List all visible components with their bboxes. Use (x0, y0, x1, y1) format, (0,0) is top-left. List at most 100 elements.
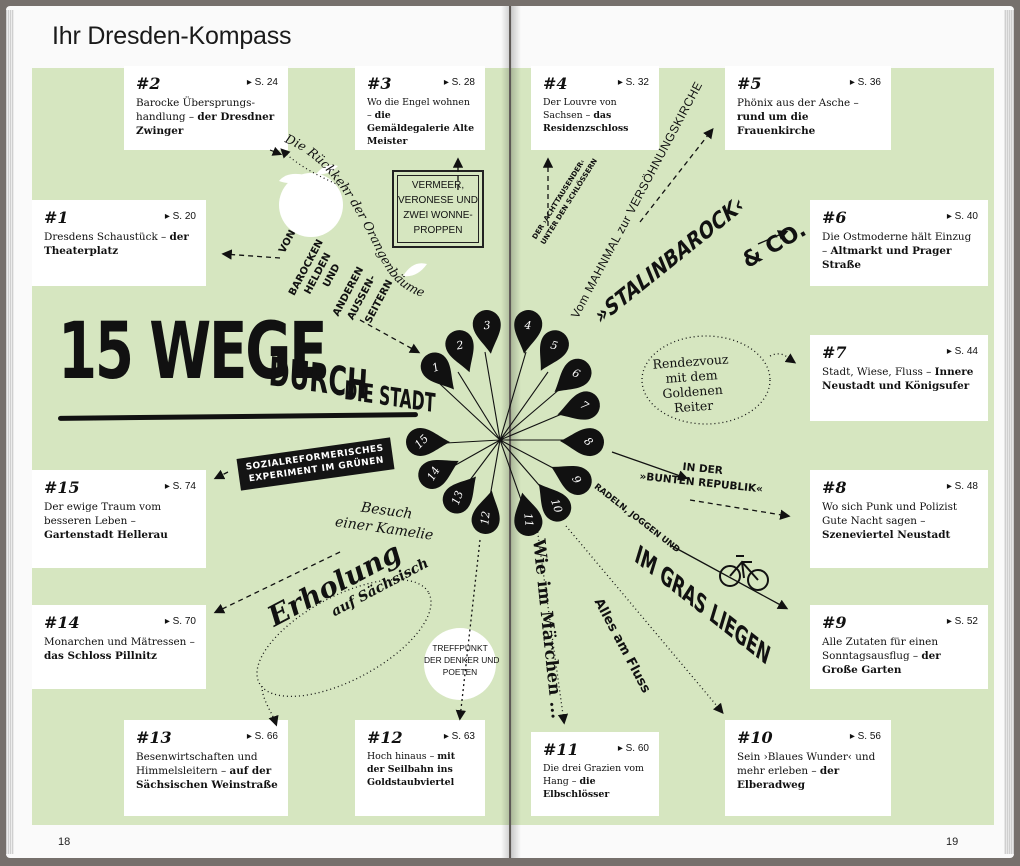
marker-pin (514, 310, 543, 354)
arrow-barock (359, 319, 421, 354)
route-number: #12 (367, 728, 403, 747)
arrow-to-route-2 (280, 148, 351, 191)
route-marker-2[interactable]: 2 (441, 326, 482, 377)
marker-pin (557, 391, 600, 420)
page-ref: ▸ S. 52 (946, 616, 978, 627)
vermeer-box: VERMEER, VERONESE UND ZWEI WONNE- PROPPE… (392, 170, 484, 248)
route-card-15[interactable]: #15 ▸ S. 74 Der ewige Traum vom besseren… (32, 470, 206, 568)
route-card-3[interactable]: #3 ▸ S. 28 Wo die Engel wohnen – die Gem… (355, 66, 485, 150)
route-card-1[interactable]: #1 ▸ S. 20 Dresdens Schaustück – der The… (32, 200, 206, 286)
route-card-8[interactable]: #8 ▸ S. 48 Wo sich Punk und Polizist Gut… (810, 470, 988, 568)
headline-big: 15 WEGE (58, 307, 328, 397)
rendezvous-outline (641, 335, 771, 425)
route-description: Besenwirtschaften und Himmelsleitern – a… (136, 751, 278, 791)
route-number: #4 (543, 74, 568, 93)
route-marker-8[interactable]: 8 (560, 427, 605, 457)
marker-pin (560, 428, 604, 457)
route-marker-6[interactable]: 6 (546, 353, 598, 403)
marker-pin (538, 483, 572, 522)
page-ref: ▸ S. 24 (246, 77, 278, 88)
route-card-2[interactable]: #2 ▸ S. 24 Barocke Übersprungs-handlung … (124, 66, 288, 150)
route-card-7[interactable]: #7 ▸ S. 44 Stadt, Wiese, Fluss – Innere … (810, 335, 988, 421)
route-description: Sein ›Blaues Wunder‹ und mehr erleben – … (737, 751, 876, 791)
route-marker-5[interactable]: 5 (528, 325, 573, 377)
route-marker-12[interactable]: 12 (469, 488, 506, 537)
erholung-outline (256, 578, 432, 698)
route-description: Der Louvre von Sachsen – das Residenzsch… (543, 97, 629, 134)
arrow-to-route-12 (455, 539, 481, 721)
marker-pin (540, 330, 569, 371)
orange-icon (279, 165, 343, 237)
page-ref: ▸ S. 56 (849, 731, 881, 742)
route-card-9[interactable]: #9 ▸ S. 52 Alle Zutaten für einen Sonnta… (810, 605, 988, 689)
route-marker-14[interactable]: 14 (413, 448, 465, 493)
route-description: Alle Zutaten für einen Sonntagsausflug –… (822, 636, 941, 676)
page-ref: ▸ S. 70 (164, 616, 196, 627)
marker-pin (471, 490, 500, 534)
route-description: Hoch hinaus – mit der Seilbahn ins Golds… (367, 751, 456, 788)
route-marker-7[interactable]: 7 (553, 388, 603, 428)
arrow-to-route-9 (671, 545, 789, 610)
arrow-to-route-5 (639, 127, 714, 223)
route-marker-15[interactable]: 15 (406, 428, 450, 456)
route-number: #14 (44, 613, 80, 632)
marker-pin (472, 310, 501, 354)
marker-number: 4 (523, 319, 532, 333)
route-card-6[interactable]: #6 ▸ S. 40 Die Ostmoderne hält Einzug – … (810, 200, 988, 286)
route-description: Dresdens Schaustück – der Theaterplatz (44, 231, 189, 257)
vermeer-line: PROPPEN (413, 225, 463, 236)
vermeer-line: VERONESE UND (398, 195, 479, 206)
marker-number: 13 (449, 489, 466, 507)
treffpunkt-line: POETEN (442, 667, 478, 677)
route-card-4[interactable]: #4 ▸ S. 32 Der Louvre von Sachsen – das … (531, 66, 659, 150)
route-marker-10[interactable]: 10 (528, 475, 577, 527)
page-ref: ▸ S. 40 (946, 211, 978, 222)
marker-number: 11 (521, 512, 535, 527)
route-marker-9[interactable]: 9 (545, 454, 597, 499)
route-card-11[interactable]: #11 ▸ S. 60 Die drei Grazien vom Hang – … (531, 732, 659, 816)
page-number-right: 19 (946, 836, 959, 848)
page-ref: ▸ S. 32 (617, 77, 649, 88)
route-marker-11[interactable]: 11 (508, 490, 545, 539)
route-number: #6 (822, 208, 847, 227)
route-number: #10 (737, 728, 773, 747)
route-marker-4[interactable]: 4 (510, 308, 544, 355)
route-card-13[interactable]: #13 ▸ S. 66 Besenwirtschaften und Himmel… (124, 720, 288, 816)
marker-pin (406, 428, 450, 456)
treffpunkt-line: DER DENKER UND (424, 655, 500, 665)
arrow-to-route-10 (565, 525, 724, 714)
arrow-to-route-15 (213, 469, 229, 480)
page-title: Ihr Dresden-Kompass (52, 22, 292, 50)
page-ref: ▸ S. 36 (849, 77, 881, 88)
marker-number: 3 (483, 319, 491, 332)
marker-pin (551, 466, 592, 495)
route-number: #11 (543, 740, 579, 759)
marker-pin (445, 330, 474, 373)
arrow-to-route-8 (689, 499, 791, 520)
route-card-5[interactable]: #5 ▸ S. 36 Phönix aus der Asche – rund u… (725, 66, 891, 150)
route-marker-1[interactable]: 1 (415, 347, 465, 399)
route-card-10[interactable]: #10 ▸ S. 56 Sein ›Blaues Wunder‹ und meh… (725, 720, 891, 816)
page-ref: ▸ S. 74 (164, 481, 196, 492)
treffpunkt-bubble: TREFFPUNKT DER DENKER UND POETEN (424, 628, 500, 700)
route-description: Barocke Übersprungs-handlung – der Dresd… (136, 97, 275, 137)
marker-pin (442, 476, 476, 514)
arrow-to-route-6 (757, 230, 789, 245)
page-ref: ▸ S. 66 (246, 731, 278, 742)
route-card-14[interactable]: #14 ▸ S. 70 Monarchen und Mätressen – da… (32, 605, 206, 689)
route-number: #3 (367, 74, 392, 93)
route-description: Phönix aus der Asche – rund um die Fraue… (737, 97, 859, 137)
route-description: Der ewige Traum vom besseren Leben – Gar… (44, 501, 168, 541)
route-marker-13[interactable]: 13 (437, 468, 487, 520)
vermeer-line: ZWEI WONNE- (403, 210, 473, 221)
route-marker-3[interactable]: 3 (471, 308, 505, 355)
marker-pin (418, 460, 459, 489)
arrow-to-route-11 (535, 519, 569, 725)
vermeer-line: VERMEER, (411, 180, 465, 191)
route-description: Wo sich Punk und Polizist Gute Nacht sag… (822, 501, 958, 541)
arrow-to-route-14 (213, 551, 341, 614)
route-card-12[interactable]: #12 ▸ S. 63 Hoch hinaus – mit der Seilba… (355, 720, 485, 816)
left-page-edge (6, 10, 14, 854)
